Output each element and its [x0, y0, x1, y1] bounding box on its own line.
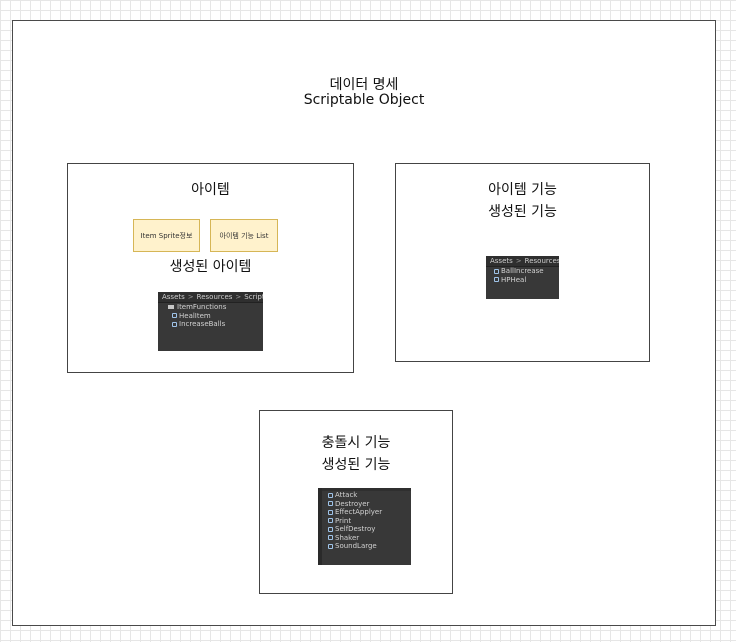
breadcrumb-resources: Resources	[524, 257, 559, 265]
list-item[interactable]: ItemFunctions	[158, 303, 263, 312]
list-item[interactable]: IncreaseBalls	[158, 320, 263, 329]
scriptable-object-icon	[494, 268, 499, 274]
item-function-list-chip: 아이템 기능 List	[210, 219, 278, 252]
collision-box-label: 충돌시 기능	[321, 435, 391, 451]
diagram-subtitle: Scriptable Object	[303, 92, 425, 108]
breadcrumb-resources: Resources	[196, 293, 233, 301]
item-function-asset-panel: Assets>Resources> BallIncrease HPHeal	[486, 256, 559, 299]
scriptable-object-icon	[328, 535, 333, 540]
item-box-label: 아이템	[191, 182, 230, 198]
scriptable-object-icon	[328, 543, 333, 549]
breadcrumb-scriptable: Scriptab	[244, 293, 263, 301]
list-item[interactable]: Attack	[318, 491, 411, 500]
item-sprite-chip: Item Sprite정보	[133, 219, 200, 252]
item-box-sublabel: 생성된 아이템	[169, 259, 252, 275]
list-item[interactable]: HealItem	[158, 312, 263, 321]
list-item[interactable]: Shaker	[318, 534, 411, 543]
collision-function-box: 충돌시 기능 생성된 기능 Attack Destroyer EffectApp…	[259, 410, 453, 594]
list-item[interactable]: SelfDestroy	[318, 525, 411, 534]
breadcrumb	[318, 488, 411, 491]
breadcrumb-assets: Assets	[162, 293, 185, 301]
item-function-box-sublabel: 생성된 기능	[488, 204, 557, 220]
scriptable-object-icon	[328, 492, 333, 498]
scriptable-object-icon	[328, 501, 333, 506]
list-item[interactable]: BallIncrease	[486, 267, 559, 276]
scriptable-object-icon	[494, 277, 499, 282]
breadcrumb: Assets>Resources>	[486, 256, 559, 267]
breadcrumb: Assets>Resources>Scriptab	[158, 292, 263, 303]
item-function-box-label: 아이템 기능	[488, 182, 557, 198]
item-function-box: 아이템 기능 생성된 기능 Assets>Resources> BallIncr…	[395, 163, 650, 362]
list-item[interactable]: Print	[318, 517, 411, 526]
item-asset-panel: Assets>Resources>Scriptab ItemFunctions …	[158, 292, 263, 351]
scriptable-object-icon	[328, 518, 333, 523]
panel-left-bar	[318, 488, 322, 565]
list-item[interactable]: SoundLarge	[318, 542, 411, 551]
scriptable-object-icon	[328, 509, 333, 515]
breadcrumb-assets: Assets	[490, 257, 513, 265]
diagram-title: 데이터 명세	[329, 77, 399, 93]
folder-icon	[168, 305, 174, 309]
list-item[interactable]: Destroyer	[318, 500, 411, 509]
scriptable-object-icon	[172, 321, 177, 327]
list-item[interactable]: EffectApplyer	[318, 508, 411, 517]
list-item[interactable]: HPHeal	[486, 276, 559, 285]
collision-box-sublabel: 생성된 기능	[321, 457, 391, 473]
scriptable-object-icon	[328, 526, 333, 532]
collision-asset-panel: Attack Destroyer EffectApplyer Print Sel…	[318, 488, 411, 565]
item-box: 아이템 Item Sprite정보 아이템 기능 List 생성된 아이템 As…	[67, 163, 354, 373]
scriptable-object-icon	[172, 313, 177, 318]
